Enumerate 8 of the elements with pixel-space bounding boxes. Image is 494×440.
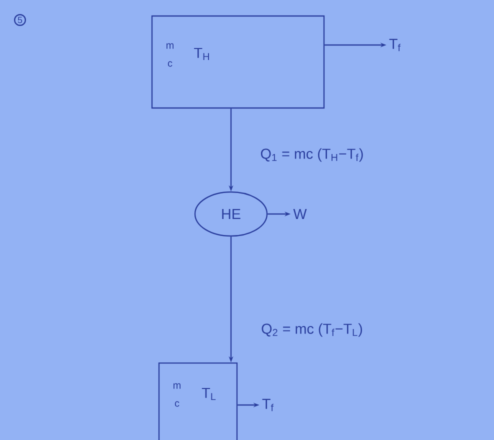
edge-label: Q$_{2}$ = mc (T$_{f}$−T$_{L}$): [260, 322, 364, 338]
state-label: T$_{f}$: [389, 38, 401, 52]
system-box: m c T$_{L}$: [158, 362, 238, 440]
state-label: T$_{f}$: [262, 398, 274, 412]
state-label: W: [293, 209, 307, 219]
edge-label: Q$_{1}$ = mc (T$_{H}$−T$_{f}$): [259, 147, 365, 163]
circled-number: 5: [14, 14, 26, 26]
system-box: m c T$_{H}$: [151, 15, 325, 109]
